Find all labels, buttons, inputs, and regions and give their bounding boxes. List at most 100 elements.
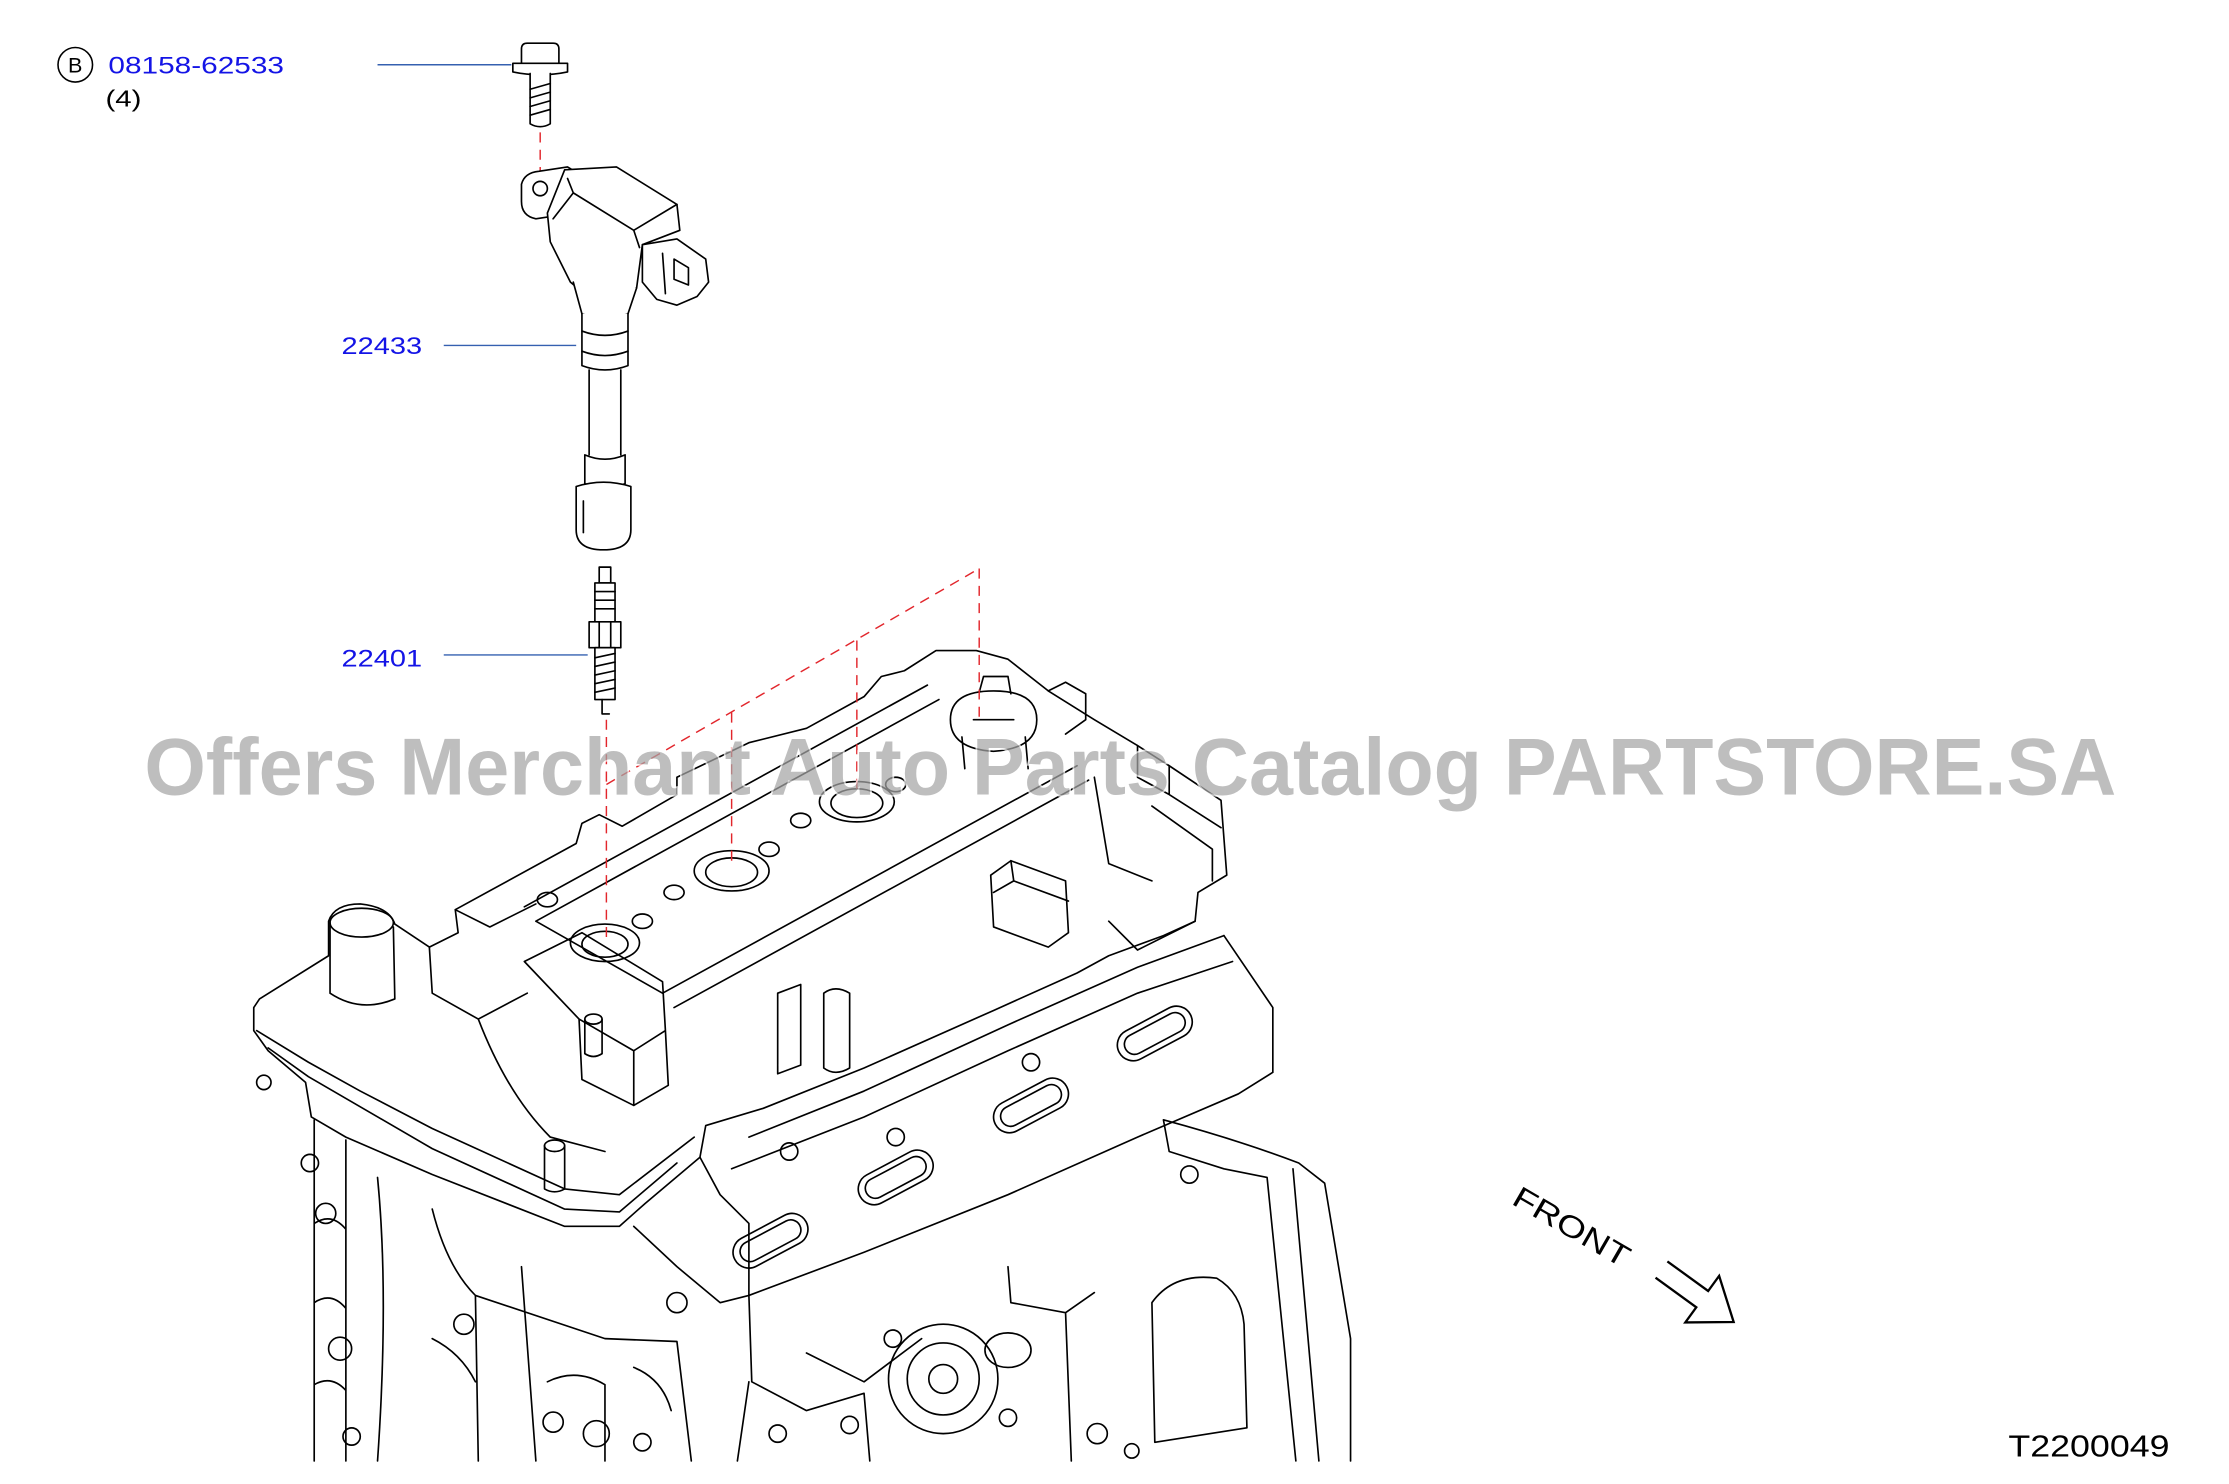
cover-bumps <box>536 776 907 930</box>
bolt-head <box>1021 1052 1041 1072</box>
figure-code: T2200049 <box>2008 1431 2169 1464</box>
oil-filler-cap <box>949 690 1038 753</box>
part-number-link[interactable]: 08158-62533 <box>108 52 284 79</box>
valve-cover-outline <box>252 649 1228 1228</box>
arrow-outline <box>1654 1260 1736 1324</box>
bolt-head <box>779 1142 799 1161</box>
valve-cover-right-end <box>1047 681 1222 951</box>
valve-cover-flange <box>255 1029 696 1213</box>
timing-cover <box>1162 1119 1352 1462</box>
valve-cover-post <box>543 1144 566 1193</box>
intake-port-inner <box>739 1219 802 1263</box>
intake-port <box>857 1149 934 1206</box>
quantity-label: (4) <box>105 86 141 112</box>
block-front-contours <box>431 1208 693 1462</box>
cover-post <box>776 983 802 1075</box>
cylinder-link-centerline <box>606 567 980 786</box>
spark-plug-electrode <box>601 698 611 715</box>
valve-cover-post <box>583 1018 603 1058</box>
bolt-head <box>542 1411 565 1434</box>
block-middle-contours <box>736 1265 1096 1462</box>
cover-bump <box>631 913 654 930</box>
installation-centerlines <box>605 567 980 945</box>
bolt-head <box>1179 1165 1199 1184</box>
bolt-head <box>666 1291 688 1314</box>
bolt-thread <box>529 82 552 116</box>
spark-plug-terminal <box>598 566 612 584</box>
bolt-head <box>327 1336 353 1362</box>
cover-post <box>822 988 851 1074</box>
cylinder-block <box>255 1074 1352 1462</box>
cover-bump <box>758 841 780 858</box>
cylinder-head <box>632 934 1274 1314</box>
spark-plug-well-inner <box>581 930 629 959</box>
valve-cover-front-box <box>523 931 670 1107</box>
bolt-head <box>255 1074 272 1091</box>
bolt-flange <box>512 62 569 76</box>
front-label: FRONT <box>1507 1181 1636 1274</box>
callout-spark-plug[interactable]: 22401 <box>342 645 588 672</box>
bolt-head <box>342 1427 362 1446</box>
spark-plug-insulator-ribs <box>594 590 616 610</box>
intake-port <box>732 1212 809 1269</box>
cover-bump <box>884 776 907 793</box>
intake-port-inner <box>864 1155 927 1200</box>
coil-stem-rings <box>581 330 629 357</box>
bolt-head <box>883 1329 903 1349</box>
spark-plug-insulator <box>594 582 616 623</box>
spark-plug-thread-lines <box>594 652 616 694</box>
bolt-head <box>998 1408 1018 1428</box>
bolt-head <box>1086 1422 1109 1445</box>
intake-port-inner <box>999 1083 1063 1128</box>
valve-cover-post-top <box>583 1013 603 1025</box>
bolt-head <box>886 1127 906 1147</box>
circled-letter-badge-icon <box>57 46 94 83</box>
spark-plug-hex <box>588 620 622 649</box>
bolt-head <box>314 1202 337 1225</box>
spark-plug[interactable] <box>588 566 622 715</box>
bolt-head <box>768 1424 788 1444</box>
bolt-head <box>1123 1442 1140 1459</box>
part-number-link[interactable]: 22433 <box>342 333 423 360</box>
valve-cover-rear-boss <box>329 921 396 1006</box>
coil-boot <box>575 481 632 551</box>
spark-plug-hex-edges <box>598 620 612 649</box>
valve-cover-hump <box>428 903 606 1153</box>
valve-cover <box>252 649 1228 1228</box>
front-indicator: FRONT <box>1507 1181 1736 1324</box>
water-pump-inner <box>906 1342 981 1416</box>
callout-ignition-coil[interactable]: 22433 <box>342 333 577 360</box>
water-pump-outer <box>887 1323 999 1435</box>
timing-cover-recess <box>1151 1276 1248 1444</box>
bolt-head <box>300 1153 320 1173</box>
bolt-head <box>632 1432 652 1452</box>
callout-bolt[interactable]: B 08158-62533 (4) <box>57 46 512 112</box>
thermostat-housing <box>984 1332 1032 1369</box>
cover-bump <box>663 884 685 901</box>
bolt-shank <box>529 72 552 128</box>
bolt-head <box>520 42 560 65</box>
coil-upper-stem <box>581 312 629 371</box>
bolt-head <box>840 1415 860 1435</box>
coil-connector <box>641 238 710 306</box>
part-number-link[interactable]: 22401 <box>342 645 423 672</box>
ignition-coil[interactable] <box>520 166 710 551</box>
intake-port <box>992 1077 1070 1134</box>
engine-illustration <box>252 649 1352 1462</box>
coil-collar <box>572 281 638 319</box>
sensor-boss-edge <box>992 859 1070 902</box>
bolt-head <box>452 1313 475 1336</box>
intake-ports <box>732 1005 1194 1269</box>
intake-port <box>1116 1005 1194 1062</box>
head-bolts <box>666 1052 1041 1314</box>
bolt-head <box>582 1419 611 1448</box>
valve-cover-post-top <box>543 1139 566 1153</box>
plug-well-channel <box>523 684 1090 1009</box>
coil-stem <box>588 369 622 456</box>
oil-filler-cap-detail <box>961 675 1029 770</box>
flange-bolt[interactable] <box>512 42 569 128</box>
cover-bump <box>789 812 812 829</box>
coil-connector-detail <box>661 252 690 295</box>
head-lower-contours <box>632 934 1274 1304</box>
